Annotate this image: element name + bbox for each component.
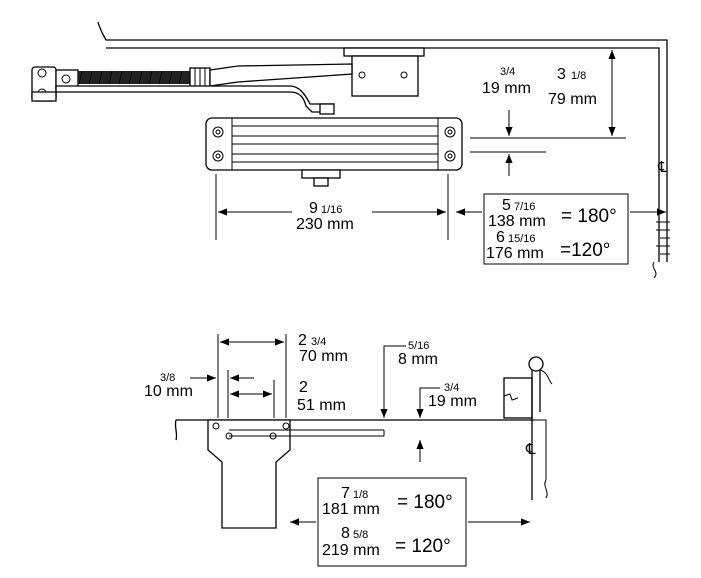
box-bottom-row2-angle: = 120°: [395, 536, 451, 557]
dim-arm-drop-frac: 5/16: [408, 340, 429, 352]
dim-head-gap: 3/4 19 mm: [470, 66, 626, 176]
dim-frame-drop: 3 1/8 79 mm: [548, 50, 616, 136]
opening-angle-box-top: 5 7/16 138 mm = 180° 6 15/16 176 mm =120…: [456, 193, 666, 265]
frame-bracket: [343, 47, 425, 97]
dim-arm-drop-mm: 8 mm: [398, 351, 438, 368]
box-top-row1-frac: 7/16: [514, 201, 535, 213]
dim-inner-hole-spacing: 2 51 mm: [230, 379, 346, 418]
dim-head-gap-frac: 3/4: [500, 66, 515, 78]
dim-stop-gap: 3/4 19 mm: [416, 382, 477, 462]
door-frame-outline: [97, 21, 668, 262]
dim-frame-drop-whole: 3: [557, 66, 566, 83]
box-top-row1-angle: = 180°: [561, 206, 617, 227]
bottom-centerline-symbol: ℄: [525, 441, 536, 458]
dim-closer-length-whole: 9: [309, 200, 318, 217]
dim-head-gap-mm: 19 mm: [482, 80, 531, 97]
dim-outer-hole-spacing: 2 3/4 70 mm: [217, 332, 348, 418]
box-bottom-row1-whole: 7: [341, 485, 350, 502]
dim-edge-frac: 3/8: [160, 372, 175, 384]
box-bottom-row1-frac: 1/8: [353, 489, 368, 501]
closer-arm: [31, 63, 353, 115]
top-view: 9 1/16 230 mm 3/4 19 mm 3 1/8 79 mm ℄: [31, 21, 670, 279]
dim-arm-drop: 5/16 8 mm: [380, 340, 438, 418]
dim-inner-whole: 2: [299, 379, 308, 396]
opening-angle-box-bottom: 7 1/8 181 mm = 180° 8 5/8 219 mm = 120°: [290, 477, 530, 567]
box-top-row1-whole: 5: [502, 197, 511, 214]
dim-closer-length-frac: 1/16: [321, 204, 342, 216]
box-top-row2-mm: 176 mm: [486, 245, 544, 262]
dim-edge-mm: 10 mm: [144, 383, 193, 400]
box-bottom-row2-mm: 219 mm: [322, 542, 380, 559]
box-top-row2-frac: 15/16: [508, 233, 536, 245]
box-bottom-row2-whole: 8: [341, 525, 350, 542]
bottom-view: 2 3/4 70 mm 3/8 10 mm 2 51 mm 5/16 8 mm: [144, 332, 553, 567]
box-bottom-row1-angle: = 180°: [397, 492, 453, 513]
box-top-row1-mm: 138 mm: [488, 213, 546, 230]
dim-stop-gap-frac: 3/4: [444, 382, 459, 394]
closer-body: [205, 117, 463, 187]
dim-closer-length: 9 1/16 230 mm: [215, 174, 449, 240]
dim-edge-offset: 3/8 10 mm: [144, 370, 254, 418]
dim-frame-drop-frac: 1/8: [571, 70, 586, 82]
box-top-row2-angle: =120°: [560, 240, 610, 261]
dim-closer-length-mm: 230 mm: [296, 216, 354, 233]
dim-inner-mm: 51 mm: [297, 397, 346, 414]
box-top-row2-whole: 6: [496, 229, 505, 246]
dim-stop-gap-mm: 19 mm: [428, 393, 477, 410]
mounting-template: [207, 419, 385, 529]
door-stop: [503, 356, 553, 500]
hinge-symbol: [652, 221, 670, 279]
hinge-centerline-symbol: ℄: [657, 159, 668, 176]
dim-frame-drop-mm: 79 mm: [548, 91, 597, 108]
box-bottom-row2-frac: 5/8: [353, 529, 368, 541]
dim-outer-frac: 3/4: [311, 336, 326, 348]
thread-hatching: [78, 70, 183, 85]
hinge-centerline: ℄: [652, 159, 670, 279]
dim-outer-mm: 70 mm: [299, 348, 348, 365]
box-bottom-row1-mm: 181 mm: [322, 501, 380, 518]
dim-outer-whole: 2: [298, 332, 307, 349]
